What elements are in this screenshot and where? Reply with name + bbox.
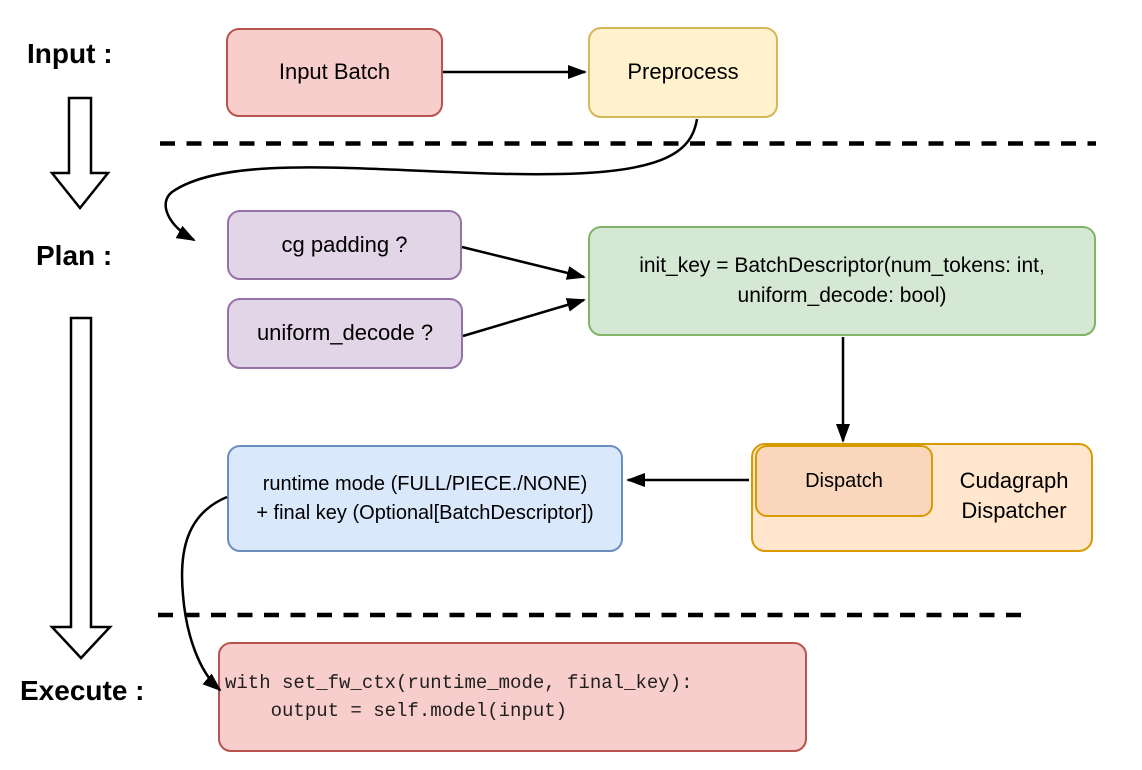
node-runtime-mode-line2: + final key (Optional[BatchDescriptor]) <box>256 501 594 524</box>
node-input-batch-label: Input Batch <box>278 59 391 85</box>
node-runtime-mode-line1: runtime mode (FULL/PIECE./NONE) <box>262 472 588 495</box>
arrow-cg-padding-to-init-key <box>461 245 586 280</box>
node-init-key-line1: init_key = BatchDescriptor(num_tokens: i… <box>639 254 1045 277</box>
stage-label-execute: Execute : <box>20 675 145 706</box>
node-preprocess: Preprocess <box>588 27 778 118</box>
arrow-uniform-decode-to-init-key <box>462 298 586 338</box>
code-line2: output = self.model(input) <box>225 700 568 722</box>
node-init-key: init_key = BatchDescriptor(num_tokens: i… <box>588 226 1096 336</box>
node-cg-padding-label: cg padding ? <box>281 231 408 257</box>
node-uniform-decode-label: uniform_decode ? <box>256 320 434 346</box>
node-input-batch: Input Batch <box>226 28 443 117</box>
plan-down-arrow-icon <box>49 316 113 660</box>
code-line1: with set_fw_ctx(runtime_mode, final_key)… <box>225 672 693 694</box>
node-uniform-decode: uniform_decode ? <box>227 298 463 369</box>
input-down-arrow-icon <box>49 96 111 211</box>
node-preprocess-label: Preprocess <box>627 59 739 85</box>
node-runtime-mode: runtime mode (FULL/PIECE./NONE) + final … <box>227 445 623 552</box>
stage-label-input: Input : <box>27 38 113 69</box>
node-cudagraph-dispatcher-label: Cudagraph Dispatcher <box>959 468 1069 523</box>
node-dispatch-label: Dispatch <box>805 470 883 492</box>
node-execute-code: with set_fw_ctx(runtime_mode, final_key)… <box>218 642 807 752</box>
node-init-key-line2: uniform_decode: bool) <box>737 284 947 307</box>
node-cg-padding: cg padding ? <box>227 210 462 280</box>
node-dispatch: Dispatch <box>755 445 933 517</box>
stage-label-plan: Plan : <box>36 240 113 271</box>
